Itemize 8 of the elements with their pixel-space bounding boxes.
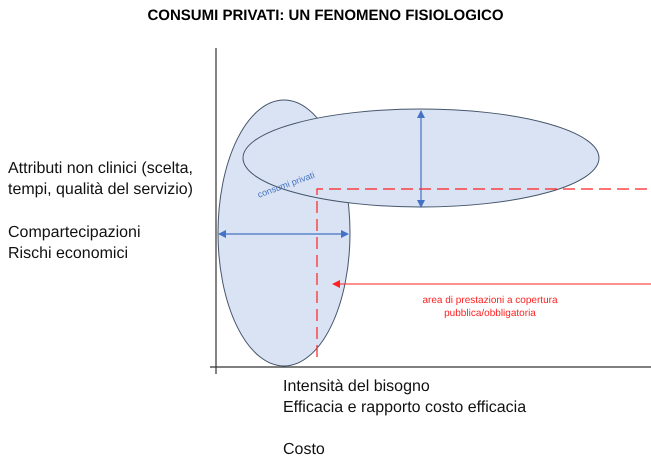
axis-label: Rischi economici (8, 244, 130, 264)
axis-label: Attributi non clinici (scelta, tempi, qualità del servizio) (8, 159, 194, 200)
axis-label: Intensità del bisogno (283, 377, 431, 397)
axis-label: Efficacia e rapporto costo efficacia (283, 398, 528, 418)
axis-label: Compartecipazioni (8, 223, 142, 243)
area-label: area di prestazioni a copertura pubblica/obbligatoria (421, 294, 559, 320)
chart-title: CONSUMI PRIVATI: UN FENOMENO FISIOLOGICO (146, 7, 505, 24)
axis-label: Costo (283, 440, 326, 457)
